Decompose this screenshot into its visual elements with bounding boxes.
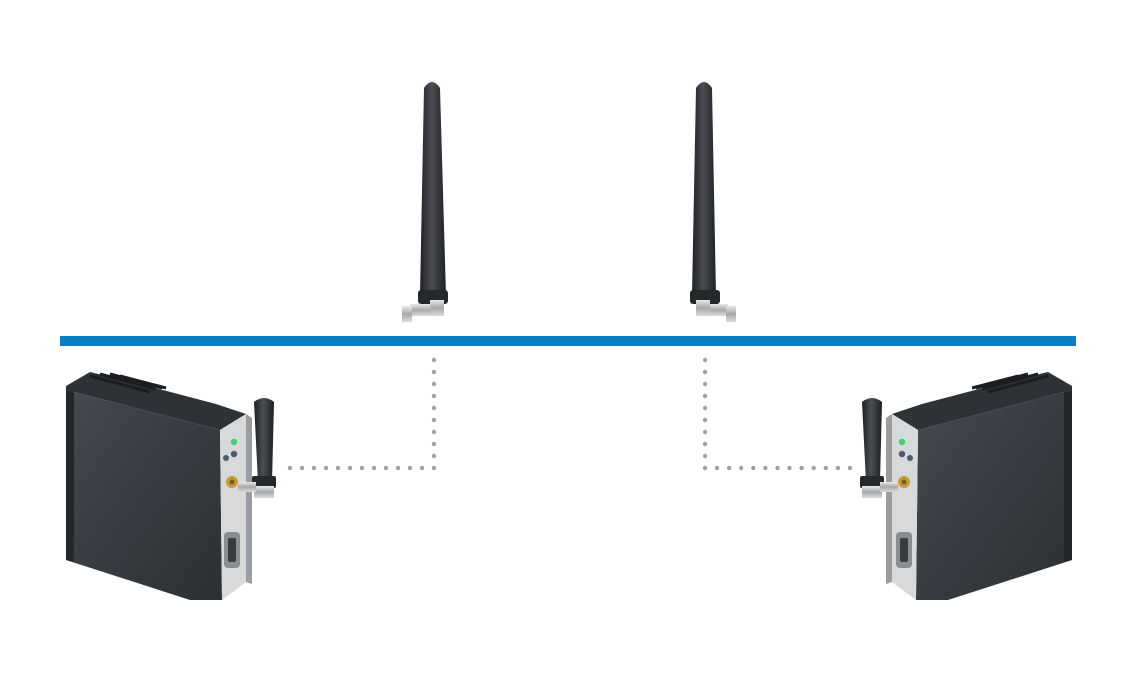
link-left-dot xyxy=(431,381,437,387)
link-left-dot xyxy=(335,465,341,471)
link-right-dot xyxy=(702,405,708,411)
link-left-dot xyxy=(431,405,437,411)
link-right-dot xyxy=(835,465,841,471)
link-left-dot xyxy=(311,465,317,471)
network-bus-line xyxy=(60,336,1076,346)
link-left-dot xyxy=(431,453,437,459)
link-right-dot xyxy=(702,429,708,435)
link-left-dot xyxy=(383,465,389,471)
link-right-dot xyxy=(702,369,708,375)
antenna-right-icon xyxy=(690,82,736,322)
link-left-dot xyxy=(395,465,401,471)
link-left-dot xyxy=(431,393,437,399)
link-right-dot xyxy=(702,381,708,387)
link-right-dot xyxy=(847,465,853,471)
link-left-dot xyxy=(431,417,437,423)
antenna-left-icon xyxy=(402,82,448,322)
link-right-dot xyxy=(702,465,708,471)
link-left-dot xyxy=(287,465,293,471)
link-right-dot xyxy=(726,465,732,471)
link-left-dot xyxy=(431,429,437,435)
device-left-icon xyxy=(66,372,276,600)
link-right-dot xyxy=(751,465,756,471)
link-left-dot xyxy=(359,465,365,471)
device-right-icon xyxy=(860,372,1072,600)
link-right-dot xyxy=(714,465,720,471)
link-left-dot xyxy=(431,369,437,375)
link-right-dot xyxy=(702,357,708,363)
link-right-dot xyxy=(702,417,708,423)
link-right-dot xyxy=(823,465,828,471)
link-right-dot xyxy=(787,465,792,471)
link-left-dot xyxy=(371,465,377,471)
link-right-dot xyxy=(739,465,744,471)
link-right-dot xyxy=(799,465,804,471)
link-right xyxy=(702,357,853,471)
link-right-dot xyxy=(775,465,780,471)
link-right-dot xyxy=(763,465,768,471)
link-left-dot xyxy=(431,357,437,363)
link-left-dot xyxy=(323,465,329,471)
link-right-dot xyxy=(702,393,708,399)
link-left-dot xyxy=(299,465,305,471)
link-left-dot xyxy=(431,441,437,447)
link-left-dot xyxy=(419,465,425,471)
link-left-dot xyxy=(407,465,413,471)
link-right-dot xyxy=(811,465,816,471)
link-left-dot xyxy=(347,465,353,471)
link-left xyxy=(287,357,437,471)
link-left-dot xyxy=(431,465,437,471)
link-right-dot xyxy=(702,453,708,459)
link-right-dot xyxy=(702,441,708,447)
